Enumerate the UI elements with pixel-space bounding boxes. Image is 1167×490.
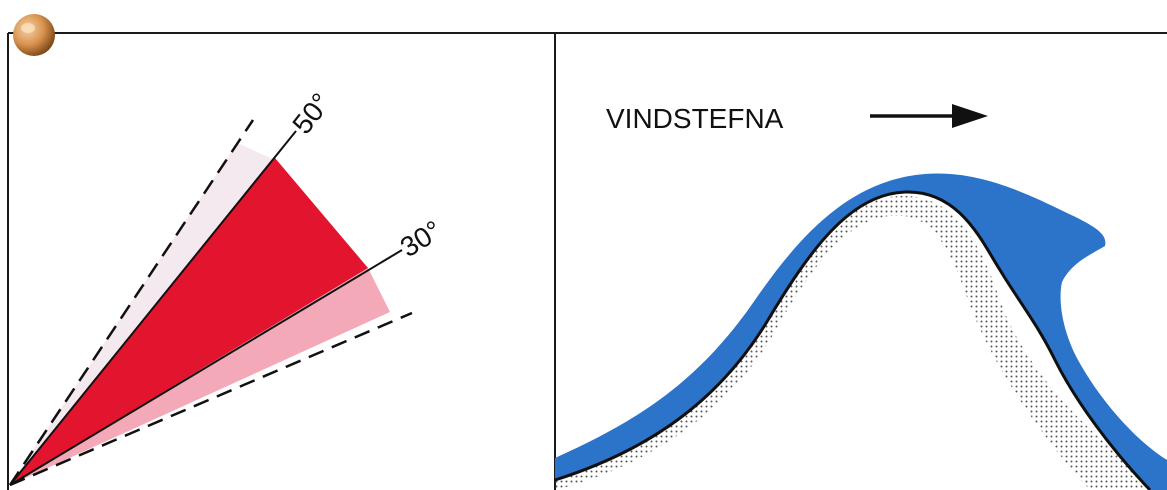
steep-slope-sector <box>10 158 368 485</box>
pushpin-icon <box>13 14 55 56</box>
stipple-layer <box>555 195 1150 490</box>
label-30-degrees: 30° <box>395 214 447 263</box>
line-50-degrees <box>9 130 297 486</box>
shallow-slope-sector <box>10 268 390 485</box>
line-30-degrees <box>9 249 403 486</box>
pale-sector <box>10 143 275 485</box>
snow-cornice <box>555 173 1167 490</box>
right-arrow-icon <box>870 104 988 128</box>
panel-frame <box>7 32 1167 490</box>
ground-line <box>554 190 1152 490</box>
label-50-degrees: 50° <box>286 87 336 139</box>
slope-angle-diagram: 50° 30° <box>8 87 447 487</box>
cornice-diagram: VINDSTEFNA <box>554 103 1167 490</box>
wind-direction-label: VINDSTEFNA <box>606 103 784 134</box>
dashed-edge-upper <box>8 119 255 486</box>
dashed-edge-lower <box>9 311 413 487</box>
